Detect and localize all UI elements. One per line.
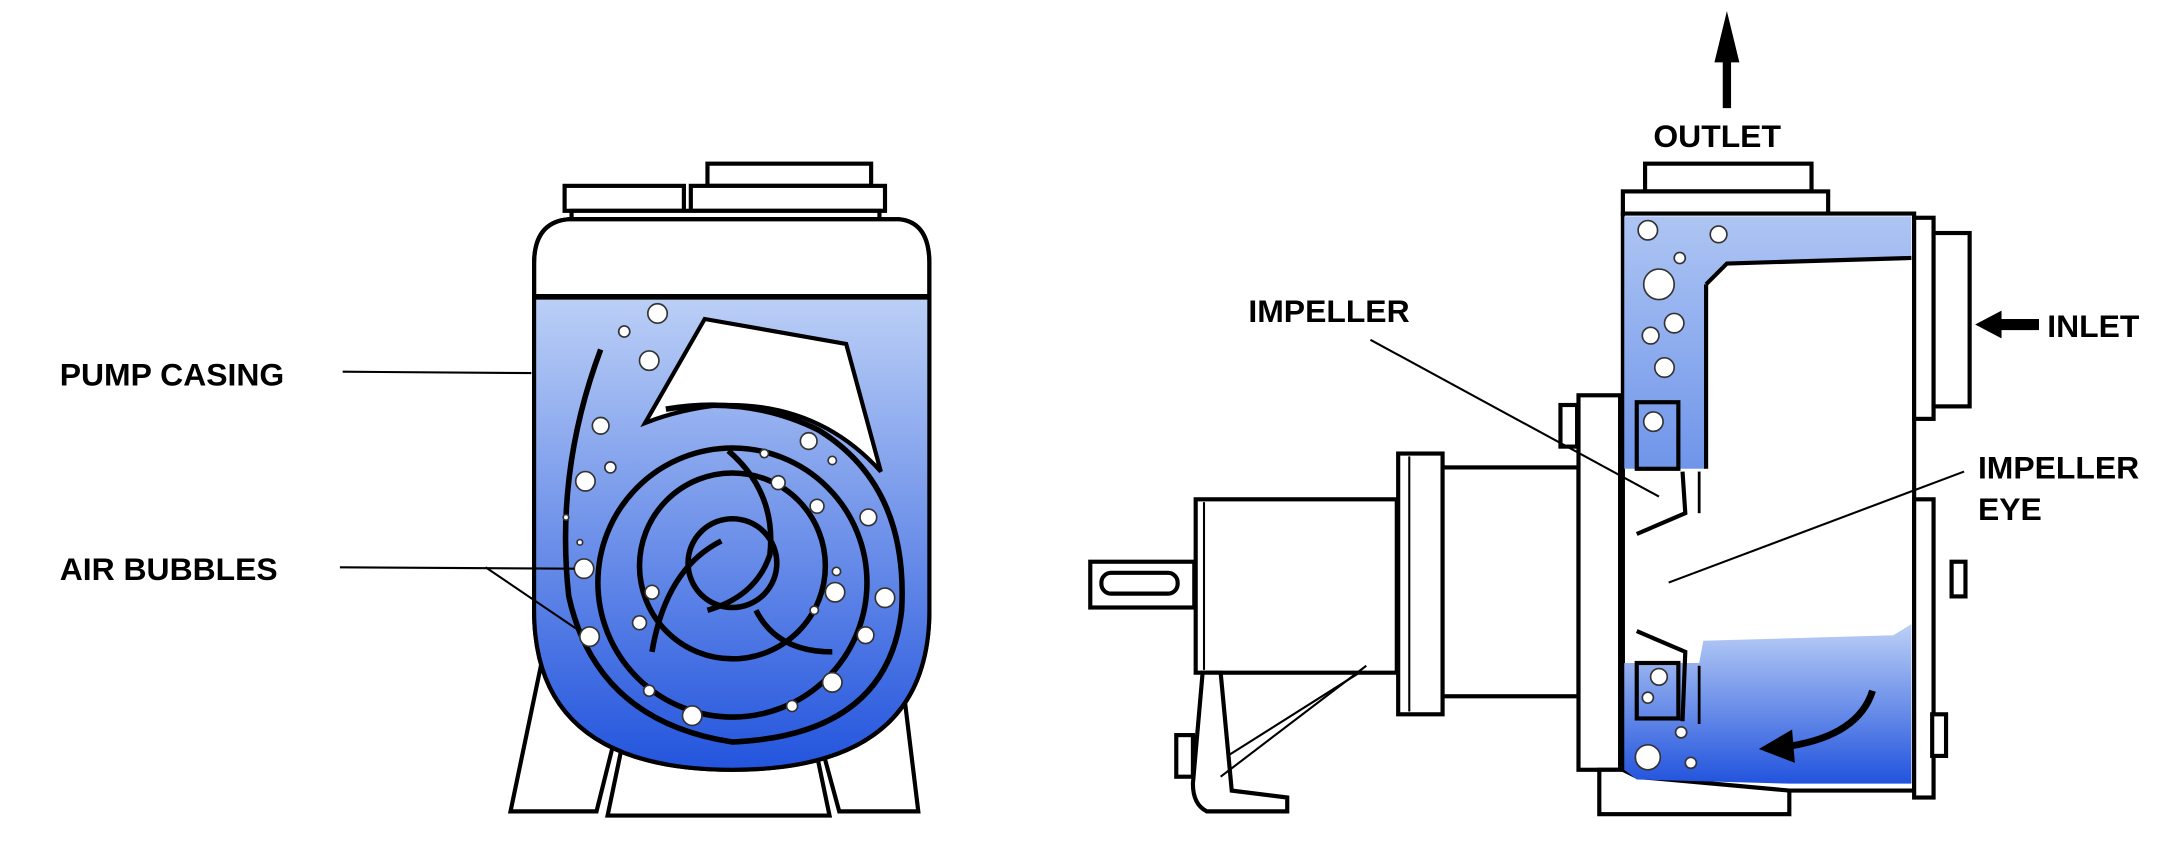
air-bubbles-side [1634, 219, 1728, 771]
outlet-label: OUTLET [1653, 118, 1781, 154]
outlet-arrow [1714, 11, 1740, 109]
inlet-label: INLET [2047, 308, 2140, 344]
volute [562, 316, 905, 745]
side-view-pump: OUTLET INLET IMPELLER IMPELLER EYE [1088, 11, 2140, 817]
inlet-arrow [1975, 310, 2039, 339]
air-bubbles [562, 302, 896, 727]
pump-casing-label: PUMP CASING [60, 357, 284, 393]
inlet-flange [1912, 215, 1972, 800]
outlet-flanges [562, 161, 888, 222]
flow-arrow [1788, 689, 1876, 750]
mounting-bracket [1174, 664, 1367, 814]
lower-water [1624, 624, 1912, 784]
front-view-pump: PUMP CASING AIR BUBBLES [60, 161, 932, 818]
impeller-label: IMPELLER [1248, 293, 1409, 329]
impeller-eye-label-line2: EYE [1978, 491, 2042, 527]
impeller-eye-label-line1: IMPELLER [1978, 450, 2139, 486]
air-bubbles-label: AIR BUBBLES [60, 551, 278, 587]
outlet-flange [1620, 161, 1831, 216]
upper-water [1624, 216, 1912, 469]
motor-shaft [1088, 451, 1581, 717]
